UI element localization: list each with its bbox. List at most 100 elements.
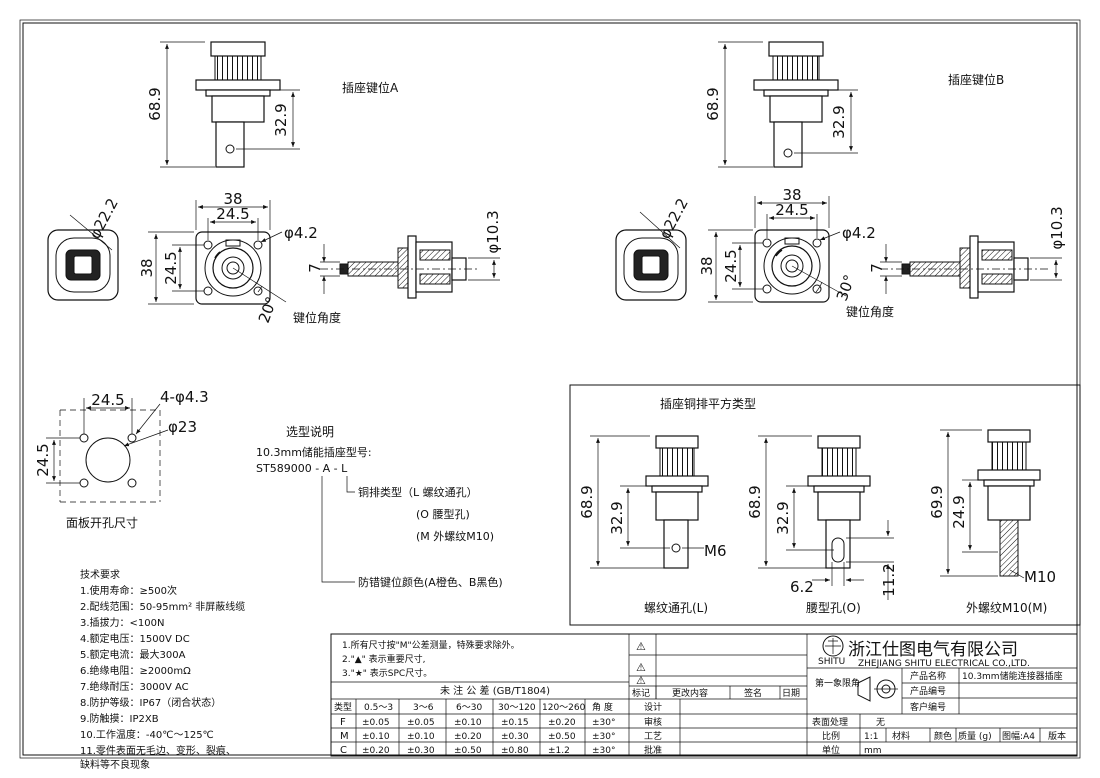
busbar-m-pin: 24.9 xyxy=(950,495,968,528)
tol-cell: M xyxy=(340,731,349,742)
tol-cell: ±1.2 xyxy=(548,746,570,756)
tol-cell: ±0.80 xyxy=(501,746,529,756)
tech-item: 4.额定电压：1500V DC xyxy=(80,632,190,645)
tolerance-title: 未 注 公 差 (GB/T1804) xyxy=(440,684,550,697)
version-label: 版本 xyxy=(1048,730,1066,742)
view-a-flange-width: 38 xyxy=(223,190,242,208)
tol-cell: ±0.50 xyxy=(548,732,576,742)
selection-key-color: 防错键位颜色(A橙色、B黑色) xyxy=(358,575,503,589)
view-a-side-dim: 7 xyxy=(306,263,324,273)
tech-item: 缺料等不良现象 xyxy=(80,758,150,771)
customer-code-label: 客户编号 xyxy=(910,701,946,713)
tol-cell: ±0.15 xyxy=(501,718,529,728)
view-a-hole-spacing: 24.5 xyxy=(216,205,249,223)
tol-cell: ±0.50 xyxy=(454,746,482,756)
product-code-label: 产品编号 xyxy=(910,685,946,697)
view-b-flange-width: 38 xyxy=(782,186,801,204)
tech-requirements: 技术要求 1.使用寿命：≥500次 2.配线范围：50-95mm² 非屏蔽线缆 … xyxy=(80,568,245,771)
tech-item: 1.使用寿命：≥500次 xyxy=(80,584,177,597)
mass-label: 质量 (g) xyxy=(958,730,992,742)
surface-value: 无 xyxy=(876,717,885,728)
scale-value: 1:1 xyxy=(864,732,878,742)
selection-model-label: 10.3mm储能插座型号: xyxy=(256,445,372,459)
tol-cell: ±30° xyxy=(592,718,616,728)
tech-item: 11.零件表面无毛边、变形、裂痕、 xyxy=(80,744,236,757)
view-b-pin-dia: φ10.3 xyxy=(1048,206,1066,249)
view-a-pin-dia: φ10.3 xyxy=(484,210,502,253)
rev-mark: ⚠ xyxy=(636,661,646,674)
tol-cell: ±0.20 xyxy=(362,746,390,756)
color-label: 颜色 xyxy=(934,730,952,742)
tol-cell: ±0.20 xyxy=(548,718,576,728)
view-b-hole-spacing-v: 24.5 xyxy=(722,249,740,282)
tol-cell: ±0.20 xyxy=(454,732,482,742)
busbar-m-thread: M10 xyxy=(1024,568,1056,586)
rev-mark: ⚠ xyxy=(636,640,646,653)
view-a-hole-dia: φ4.2 xyxy=(284,224,318,242)
role-label: 审核 xyxy=(644,716,662,728)
view-a-rear xyxy=(47,229,119,301)
tol-header: 类型 xyxy=(334,701,352,713)
tol-header: 3～6 xyxy=(413,703,434,713)
tol-cell: ±0.10 xyxy=(454,718,482,728)
role-label: 设计 xyxy=(644,701,662,713)
surface-label: 表面处理 xyxy=(812,716,848,728)
view-b-pin-dim: 32.9 xyxy=(830,105,848,138)
view-a-hole-spacing-v: 24.5 xyxy=(162,251,180,284)
view-a-pin-dim: 32.9 xyxy=(272,103,290,136)
selection-title: 选型说明 xyxy=(286,424,334,439)
rev-header: 签名 xyxy=(744,687,762,699)
view-b-title: 插座键位B xyxy=(948,72,1004,87)
projection-label: 第一象限角 xyxy=(815,677,860,689)
sheet-size: 图幅:A4 xyxy=(1002,730,1035,742)
tol-cell: F xyxy=(340,717,346,728)
selection-guide: 选型说明 10.3mm储能插座型号: ST589000 - A - L 铜排类型… xyxy=(256,424,503,589)
view-b-key-angle-label: 键位角度 xyxy=(846,304,894,319)
busbar-o-pin: 32.9 xyxy=(774,501,792,534)
product-name: 10.3mm储能连接器插座 xyxy=(962,670,1063,682)
unit-value: mm xyxy=(864,746,882,756)
view-a-key-angle-label: 键位角度 xyxy=(293,310,341,325)
company-logo: SHITU xyxy=(818,635,845,667)
view-b-side: 68.9 32.9 插座键位B xyxy=(704,41,1004,168)
tech-item: 2.配线范围：50-95mm² 非屏蔽线缆 xyxy=(80,600,245,613)
panel-title: 面板开孔尺寸 xyxy=(66,516,138,530)
note-3: 3."★" 表示SPC尺寸。 xyxy=(342,667,432,679)
rev-header: 日期 xyxy=(782,688,800,699)
panel-h-spacing: 24.5 xyxy=(91,391,124,409)
selection-model-code: ST589000 - A - L xyxy=(256,462,348,475)
view-a-side: 68.9 32.9 插座键位A xyxy=(146,41,399,168)
tech-item: 5.额定电流：最大300A xyxy=(80,648,186,661)
selection-busbar-type: 铜排类型（L 螺纹通孔） xyxy=(358,485,478,499)
tol-cell: ±0.10 xyxy=(362,732,390,742)
company-name-cn: 浙江仕图电气有限公司 xyxy=(848,640,1018,660)
tech-item: 8.防护等级：IP67（闭合状态） xyxy=(80,696,221,709)
view-b-front: 38 24.5 38 24.5 φ4.2 φ22.2 30° 键位角度 xyxy=(639,186,894,319)
view-a-section: 7 φ10.3 xyxy=(306,210,502,299)
busbar-o-label: 腰型孔(O) xyxy=(806,601,861,615)
busbar-title: 插座铜排平方类型 xyxy=(660,396,756,411)
company-logo-text: SHITU xyxy=(818,657,845,667)
busbar-o-width: 6.2 xyxy=(790,578,814,596)
busbar-l-thread: M6 xyxy=(704,542,727,560)
tech-item: 6.绝缘电阻：≥2000mΩ xyxy=(80,664,191,677)
view-a-title: 插座键位A xyxy=(342,80,399,95)
note-1: 1.所有尺寸按"M"公差测量，特殊要求除外。 xyxy=(342,639,520,651)
material-label: 材料 xyxy=(892,730,910,742)
view-b-angle: 30° xyxy=(833,272,859,303)
busbar-m-height: 69.9 xyxy=(928,485,946,518)
view-b-rear xyxy=(615,229,687,301)
view-a-height: 68.9 xyxy=(146,87,164,120)
projection-symbol xyxy=(857,676,898,702)
role-label: 工艺 xyxy=(644,731,662,742)
tol-header: 0.5～3 xyxy=(364,703,393,713)
tech-title: 技术要求 xyxy=(80,568,120,581)
tech-item: 7.绝缘耐压：3000V AC xyxy=(80,680,189,693)
role-label: 批准 xyxy=(644,744,662,756)
tol-header: 角 度 xyxy=(592,701,613,713)
tol-cell: ±0.05 xyxy=(362,718,390,728)
tol-cell: ±0.30 xyxy=(501,732,529,742)
rev-header: 标记 xyxy=(632,687,650,699)
tol-header: 120～260 xyxy=(542,703,586,713)
